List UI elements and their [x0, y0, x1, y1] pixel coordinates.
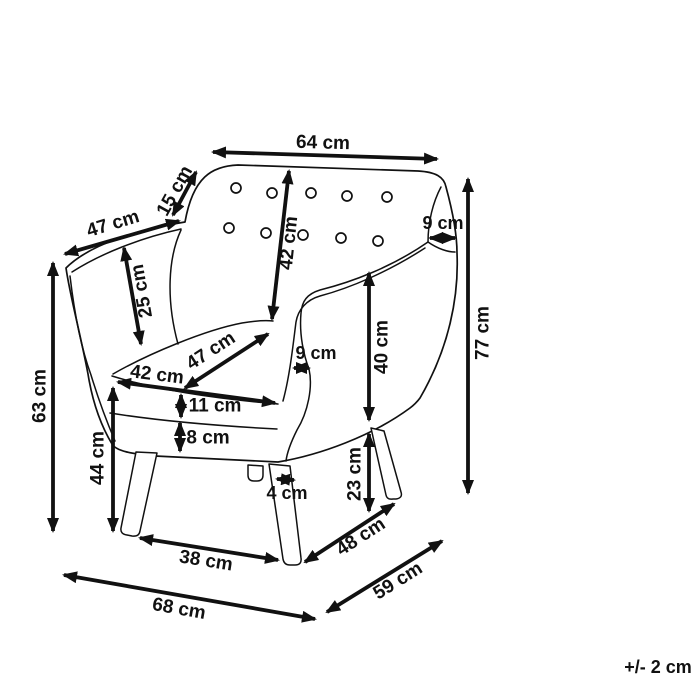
front-left-leg [120, 451, 158, 537]
label-seat-cushion-thickness: 11 cm [189, 396, 242, 417]
button-icon [372, 235, 384, 247]
button-icon [341, 190, 353, 202]
label-overall-depth: 59 cm [370, 558, 427, 604]
arrow-armrest-length [63, 218, 181, 257]
arrow-side-leg-spacing [303, 502, 396, 564]
tolerance-note: +/- 2 cm [624, 657, 692, 677]
arrow-backrest-height [267, 169, 294, 321]
arrow-back-width-top [211, 146, 439, 165]
right-armrest-inner-edge [282, 247, 426, 402]
label-armrest-front-width: 9 cm [295, 343, 336, 363]
label-leg-width: 4 cm [266, 483, 307, 503]
seat-back-boundary [112, 319, 274, 375]
label-armrest-floor-height: 63 cm [30, 369, 51, 423]
arrow-armrest-inner-height [120, 246, 145, 346]
arrow-front-leg-spacing [138, 534, 280, 564]
back-left-leg [247, 464, 264, 482]
button-icon [230, 182, 242, 194]
label-backrest-side-width: 9 cm [422, 213, 463, 233]
arrow-seat-width [116, 377, 277, 408]
arrow-backrest-top-depth [171, 170, 198, 217]
label-side-inner-height: 40 cm [372, 320, 393, 374]
button-icon [297, 229, 309, 241]
button-icon [335, 232, 347, 244]
button-icon [260, 227, 272, 239]
arrow-overall-width [62, 571, 317, 623]
right-armrest-outer-edge [285, 241, 429, 462]
button-icon [305, 187, 317, 199]
dimension-arrows [47, 146, 474, 623]
arrow-overall-depth [325, 539, 444, 614]
button-icon [381, 191, 393, 203]
left-side-piping [69, 275, 116, 442]
back-right-leg [370, 427, 403, 500]
front-right-leg [268, 463, 302, 566]
label-seat-floor-height: 44 cm [88, 431, 109, 485]
label-back-width-top: 64 cm [296, 132, 350, 154]
button-icon [266, 187, 278, 199]
label-total-height: 77 cm [473, 306, 494, 360]
label-side-leg-spacing: 48 cm [333, 514, 390, 561]
label-frame-height: 8 cm [186, 428, 229, 449]
arrow-leg-width [275, 473, 296, 486]
label-leg-height: 23 cm [345, 447, 366, 501]
button-icon [223, 222, 235, 234]
cushion-bottom-seam [109, 412, 278, 430]
